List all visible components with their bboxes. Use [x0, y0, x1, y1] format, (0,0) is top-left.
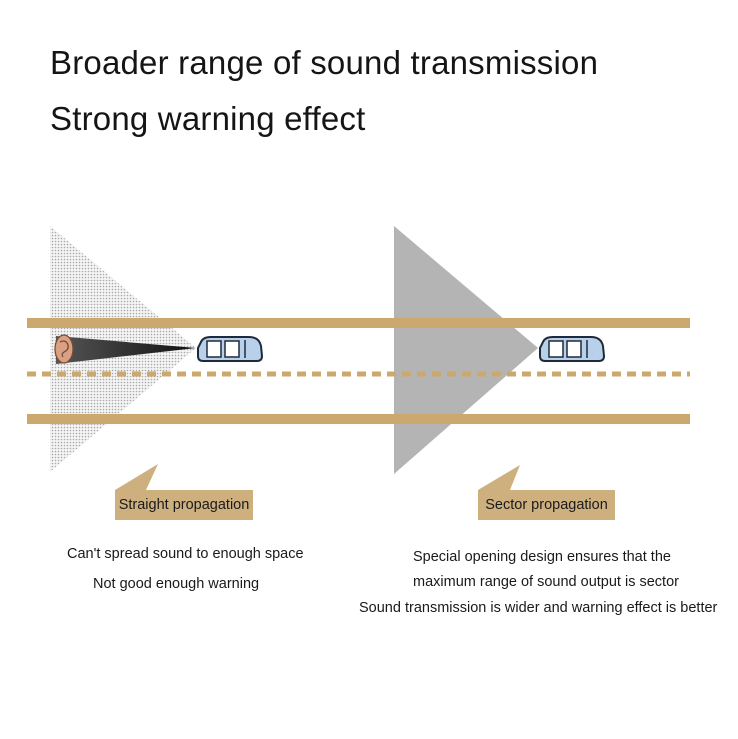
- right-callout-pointer: [478, 465, 520, 490]
- straight-beam: [56, 336, 196, 364]
- ear-icon: [54, 334, 74, 364]
- right-caption-1: Special opening design ensures that the: [413, 549, 671, 565]
- straight-propagation-label: Straight propagation: [115, 490, 253, 520]
- sector-propagation-label: Sector propagation: [478, 490, 615, 520]
- right-caption-3: Sound transmission is wider and warning …: [359, 600, 718, 616]
- car-icon: [197, 336, 264, 362]
- left-caption-2: Not good enough warning: [93, 576, 260, 592]
- road-bottom-line: [27, 414, 690, 424]
- right-sector: [394, 226, 538, 474]
- left-callout-pointer: [115, 464, 158, 490]
- headline-range: Broader range of sound transmission: [50, 44, 599, 81]
- car-icon: [539, 336, 606, 362]
- headline-warning: Strong warning effect: [50, 100, 366, 137]
- left-caption-1: Can't spread sound to enough space: [67, 546, 304, 562]
- road-top-line: [27, 318, 690, 328]
- right-caption-2: maximum range of sound output is sector: [413, 574, 679, 590]
